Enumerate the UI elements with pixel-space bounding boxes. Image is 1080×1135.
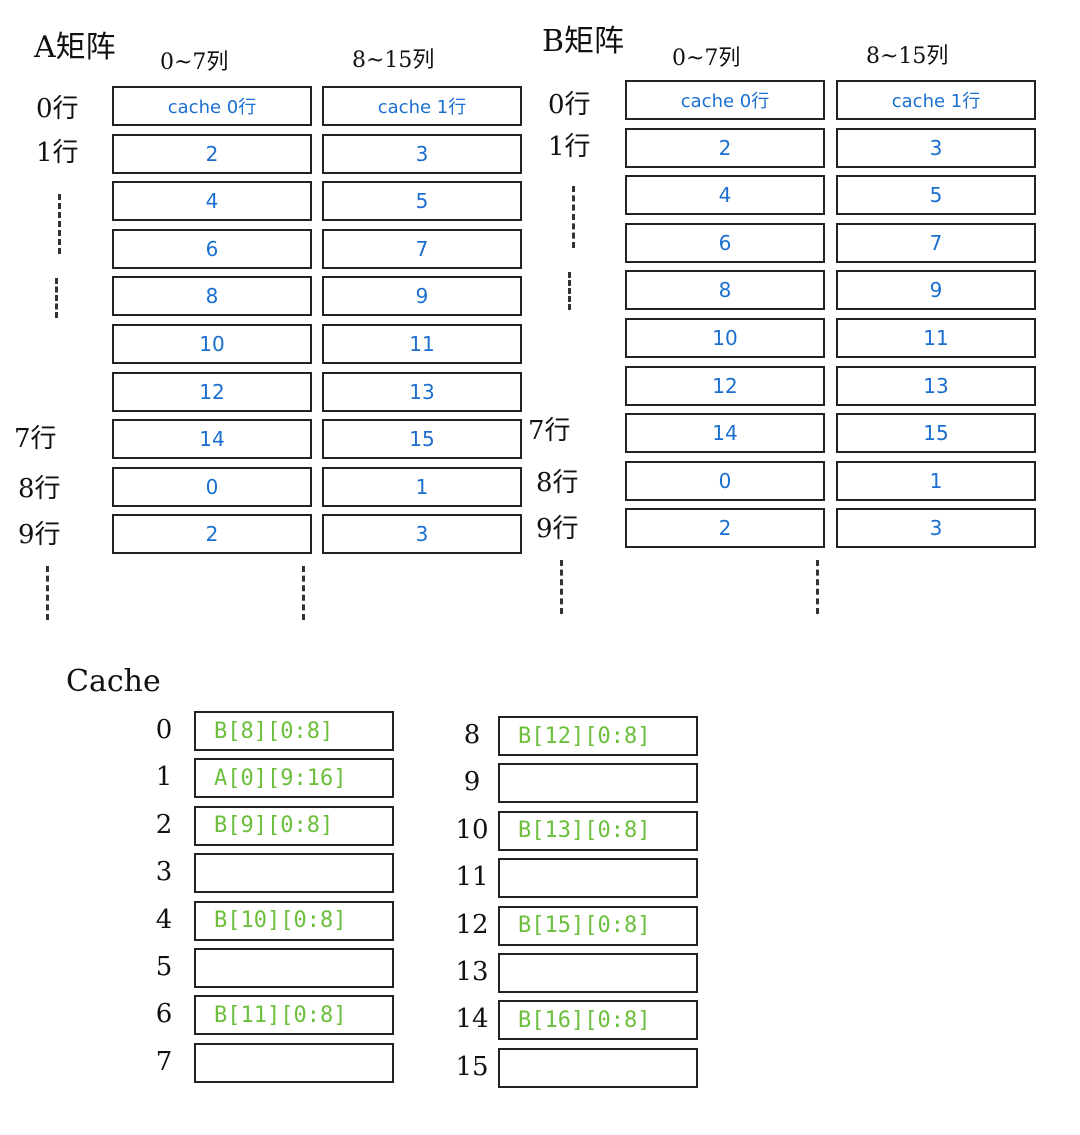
matrix-a-ellipsis-bottom-right [302, 566, 305, 620]
matrixb-cell-r8-c1: 1 [836, 460, 1036, 501]
matrix-a-row-label-9: 9行 [18, 520, 61, 550]
matrixa-cell-r5-c0: 10 [112, 324, 312, 364]
cache-index-8: 8 [463, 720, 481, 750]
cache-index-10: 10 [455, 814, 489, 845]
matrix-b-ellipsis-top [572, 186, 575, 248]
cache-line-9 [498, 763, 698, 804]
matrixa-cell-r0-c1: cache 1行 [322, 86, 522, 126]
cache-title: Cache [66, 664, 161, 699]
matrix-a-ellipsis-bottom-left [46, 566, 49, 620]
matrixb-cell-r3-c0: 6 [625, 222, 825, 263]
matrix-b-row-label-1: 1行 [548, 132, 591, 162]
cache-index-13: 13 [455, 957, 489, 987]
matrixa-cell-r4-c0: 8 [112, 276, 312, 317]
cache-index-4: 4 [155, 904, 173, 935]
matrixb-cell-r7-c0: 14 [625, 413, 825, 454]
matrixa-cell-r2-c0: 4 [112, 181, 312, 222]
matrix-a-ellipsis-mid [55, 278, 58, 318]
matrixa-cell-r2-c1: 5 [322, 181, 522, 222]
matrix-a-title: A矩阵 [34, 30, 116, 65]
cache-line-8: B[12][0:8] [498, 716, 698, 756]
matrixb-cell-r9-c1: 3 [836, 508, 1036, 549]
cache-index-6: 6 [155, 999, 173, 1030]
matrixb-cell-r1-c0: 2 [625, 127, 825, 168]
matrix-b-ellipsis-mid [568, 272, 571, 310]
matrixb-cell-r1-c1: 3 [836, 127, 1036, 168]
matrix-a-ellipsis-top [58, 194, 61, 254]
cache-line-3 [194, 853, 394, 894]
matrixa-cell-r1-c1: 3 [322, 133, 522, 174]
matrix-b-ellipsis-bottom-right [816, 560, 819, 614]
matrix-a-row-label-7: 7行 [14, 424, 57, 454]
cache-line-12: B[15][0:8] [498, 905, 698, 946]
matrix-a-col-header-1: 8~15列 [352, 48, 435, 73]
cache-line-5 [194, 948, 394, 988]
cache-index-12: 12 [455, 909, 489, 940]
matrixa-cell-r9-c0: 2 [112, 514, 312, 555]
matrixb-cell-r2-c0: 4 [625, 175, 825, 216]
cache-line-4: B[10][0:8] [194, 900, 394, 941]
matrixa-cell-r8-c1: 1 [322, 466, 522, 507]
cache-index-9: 9 [463, 767, 481, 798]
matrix-b-col-header-0: 0~7列 [672, 46, 741, 71]
matrixb-cell-r4-c1: 9 [836, 270, 1036, 311]
matrix-b-ellipsis-bottom-left [560, 560, 563, 614]
cache-index-5: 5 [155, 952, 173, 982]
matrixa-cell-r0-c0: cache 0行 [112, 86, 312, 126]
cache-index-2: 2 [155, 809, 173, 840]
matrix-a-row-label-1: 1行 [36, 138, 79, 168]
matrixa-cell-r7-c0: 14 [112, 419, 312, 460]
matrix-b-row-label-0: 0行 [548, 90, 591, 120]
matrixb-cell-r9-c0: 2 [625, 508, 825, 549]
matrixa-cell-r9-c1: 3 [322, 514, 522, 555]
matrixb-cell-r4-c0: 8 [625, 270, 825, 311]
matrixb-cell-r0-c1: cache 1行 [836, 80, 1036, 120]
matrix-b-title: B矩阵 [542, 24, 625, 59]
matrixa-cell-r3-c1: 7 [322, 228, 522, 269]
matrix-b-col-header-1: 8~15列 [866, 44, 949, 69]
matrixa-cell-r3-c0: 6 [112, 228, 312, 269]
cache-line-0: B[8][0:8] [194, 711, 394, 751]
cache-line-2: B[9][0:8] [194, 805, 394, 846]
matrixb-cell-r7-c1: 15 [836, 413, 1036, 454]
cache-line-10: B[13][0:8] [498, 810, 698, 851]
cache-line-1: A[0][9:16] [194, 758, 394, 799]
matrixa-cell-r6-c0: 12 [112, 371, 312, 412]
matrix-a-row-label-8: 8行 [18, 474, 61, 504]
matrixb-cell-r8-c0: 0 [625, 460, 825, 501]
cache-index-11: 11 [455, 862, 489, 893]
matrixb-cell-r5-c0: 10 [625, 318, 825, 358]
cache-index-7: 7 [155, 1046, 173, 1077]
cache-index-0: 0 [155, 715, 173, 745]
matrix-b-row-label-7: 7行 [528, 416, 571, 446]
matrixa-cell-r8-c0: 0 [112, 466, 312, 507]
matrixa-cell-r5-c1: 11 [322, 324, 522, 364]
matrixa-cell-r7-c1: 15 [322, 419, 522, 460]
cache-line-6: B[11][0:8] [194, 995, 394, 1036]
matrixa-cell-r6-c1: 13 [322, 371, 522, 412]
matrixb-cell-r6-c1: 13 [836, 365, 1036, 406]
cache-index-3: 3 [155, 857, 173, 888]
cache-index-14: 14 [455, 1004, 489, 1035]
matrix-a-row-label-0: 0行 [36, 94, 79, 124]
cache-line-14: B[16][0:8] [498, 1000, 698, 1041]
cache-index-1: 1 [155, 762, 173, 793]
cache-line-7 [194, 1042, 394, 1083]
cache-line-15 [498, 1047, 698, 1088]
matrix-a-col-header-0: 0~7列 [160, 50, 229, 75]
matrixb-cell-r3-c1: 7 [836, 222, 1036, 263]
matrixb-cell-r2-c1: 5 [836, 175, 1036, 216]
matrixb-cell-r5-c1: 11 [836, 318, 1036, 358]
matrixa-cell-r1-c0: 2 [112, 133, 312, 174]
cache-line-11 [498, 858, 698, 899]
matrix-b-row-label-9: 9行 [536, 514, 579, 544]
cache-line-13 [498, 953, 698, 993]
matrix-b-row-label-8: 8行 [536, 468, 579, 498]
matrixb-cell-r6-c0: 12 [625, 365, 825, 406]
matrixb-cell-r0-c0: cache 0行 [625, 80, 825, 120]
cache-index-15: 15 [455, 1051, 489, 1082]
matrixa-cell-r4-c1: 9 [322, 276, 522, 317]
